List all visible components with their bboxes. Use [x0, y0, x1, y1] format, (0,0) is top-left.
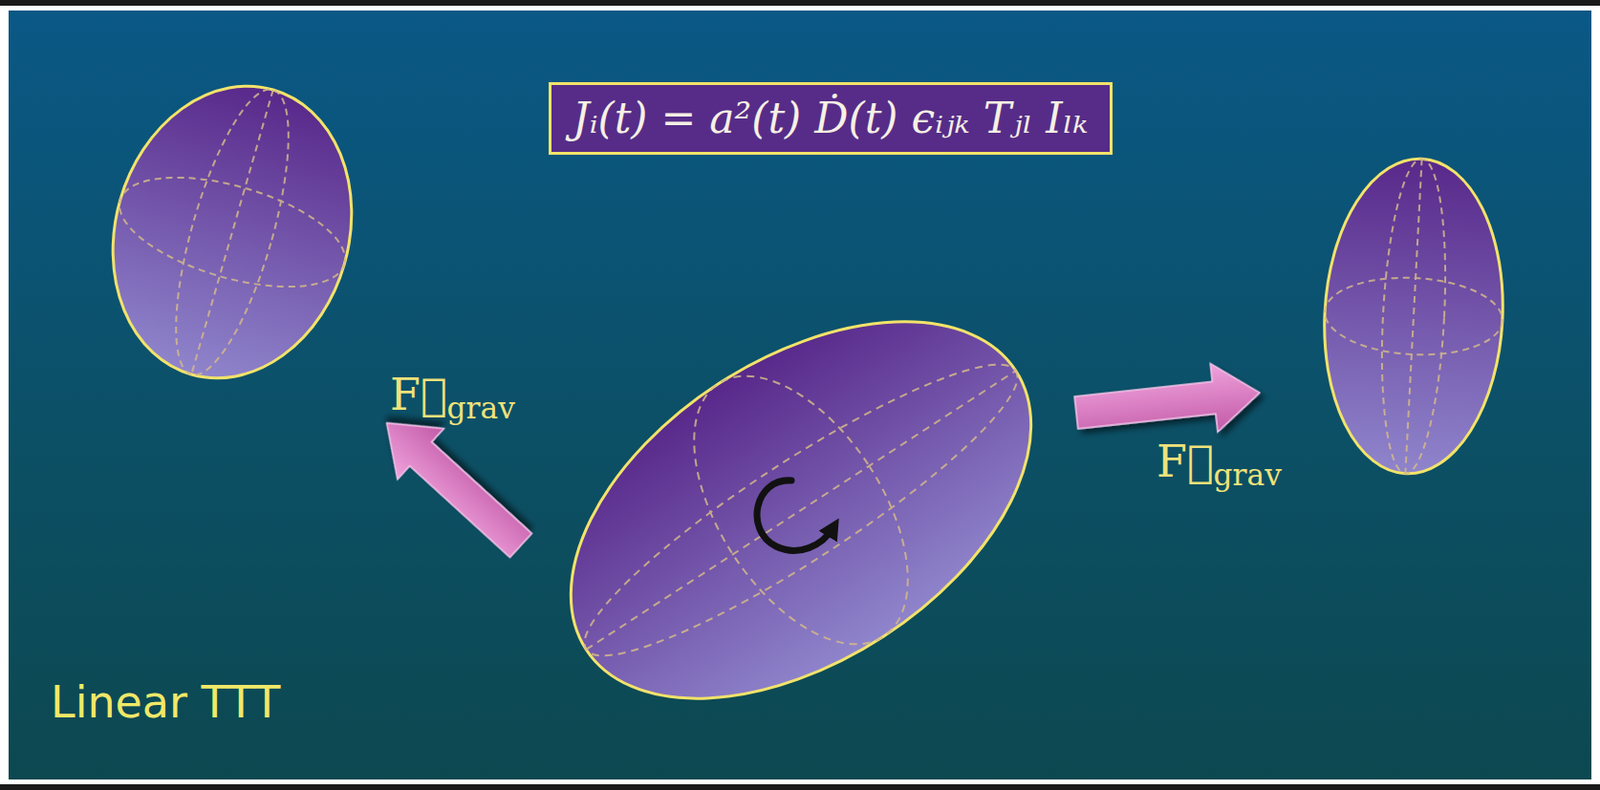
halo-ellipsoid: [79, 57, 386, 407]
rotation-arrow: [756, 480, 834, 551]
frame-edge: [0, 784, 1600, 790]
halo-ellipsoid: [503, 244, 1099, 778]
halo-ellipsoid: [1316, 153, 1511, 478]
force-label: F⃗grav: [389, 370, 516, 420]
formula-text: Jᵢ(t) = a²(t) Ḋ(t) ϵᵢⱼₖ Tⱼₗ Iₗₖ: [572, 90, 1089, 146]
force-label: F⃗grav: [1156, 437, 1282, 487]
frame-edge: [0, 0, 1600, 6]
formula-box: Jᵢ(t) = a²(t) Ḋ(t) ϵᵢⱼₖ Tⱼₗ Iₗₖ: [548, 82, 1113, 155]
background-panel: [8, 10, 1592, 780]
title-label: Linear TTT: [50, 678, 281, 728]
force-arrow: [1072, 358, 1264, 447]
